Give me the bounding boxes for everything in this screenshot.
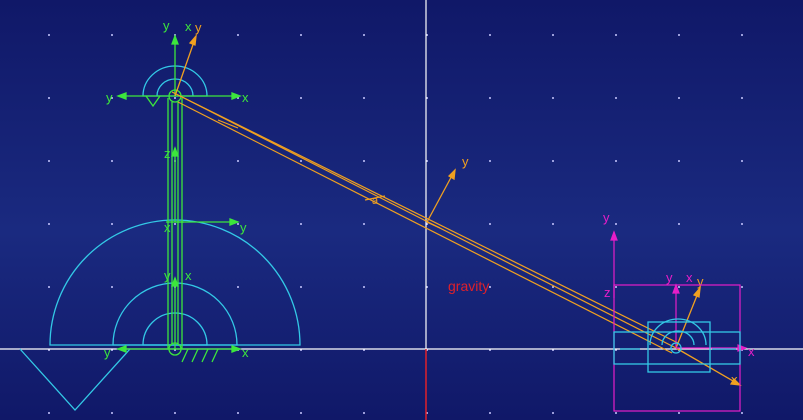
rod-top-y-label: y: [195, 20, 202, 35]
grid-dot: [48, 412, 50, 414]
grid-dot: [111, 286, 113, 288]
grid-dot: [300, 286, 302, 288]
base-y-label: y: [164, 268, 171, 283]
grid-dot: [741, 97, 743, 99]
grid-dot: [489, 412, 491, 414]
slider-block[interactable]: [613, 318, 741, 373]
top-right-x-label: x: [242, 90, 249, 105]
crank-link[interactable]: [166, 89, 184, 356]
grid-dot: [678, 412, 680, 414]
grid-dot: [300, 160, 302, 162]
grid-dot: [174, 412, 176, 414]
rod-top-axes: [174, 33, 197, 97]
grid-dot: [678, 223, 680, 225]
grid-dot: [48, 97, 50, 99]
grid-dot: [489, 97, 491, 99]
grid-dot: [552, 34, 554, 36]
slider-z-label: z: [604, 285, 611, 300]
grid-dot: [741, 34, 743, 36]
grid-dot: [237, 34, 239, 36]
grid-dot: [615, 97, 617, 99]
grid-dot: [552, 160, 554, 162]
grid-dot: [489, 160, 491, 162]
grid-dot: [615, 412, 617, 414]
top-x-label: x: [185, 19, 192, 34]
top-pivot-axes: [116, 34, 242, 108]
grid-dot: [363, 286, 365, 288]
grid-dot: [741, 160, 743, 162]
grid-dots: [48, 34, 743, 414]
grid-dot: [237, 160, 239, 162]
base-left-y-label: y: [104, 345, 111, 360]
grid-dot: [300, 412, 302, 414]
grid-dot: [48, 223, 50, 225]
grid-dot: [552, 97, 554, 99]
gravity-label: gravity: [448, 278, 489, 294]
grid-dot: [363, 160, 365, 162]
base-crank-axes: [116, 276, 242, 363]
grid-dot: [111, 223, 113, 225]
slider-y-label: y: [603, 210, 610, 225]
grid-dot: [300, 97, 302, 99]
rod-mid-axes: [426, 168, 456, 229]
grid-dot: [615, 223, 617, 225]
grid-dot: [111, 160, 113, 162]
grid-dot: [489, 286, 491, 288]
base-right-x-label: x: [242, 345, 249, 360]
grid-dot: [174, 97, 176, 99]
grid-dot: [363, 412, 365, 414]
slider-x-label: x: [748, 344, 755, 359]
grid-dot: [552, 223, 554, 225]
grid-dot: [300, 223, 302, 225]
grid-dot: [111, 97, 113, 99]
grid-dot: [48, 160, 50, 162]
grid-dot: [552, 412, 554, 414]
grid-dot: [678, 34, 680, 36]
grid-dot: [363, 34, 365, 36]
mid-z-label: z: [164, 146, 171, 161]
grid-dot: [552, 286, 554, 288]
grid-dot: [678, 286, 680, 288]
grid-dot: [615, 160, 617, 162]
mid-crank-axes: [171, 146, 240, 226]
grid-dot: [363, 223, 365, 225]
grid-dot: [741, 223, 743, 225]
grid-dot: [300, 34, 302, 36]
grid-dot: [48, 286, 50, 288]
rod-end-x-label: x: [731, 372, 738, 387]
grid-dot: [741, 286, 743, 288]
grid-dot: [237, 286, 239, 288]
grid-dot: [237, 223, 239, 225]
slider-top-y-label: y: [666, 270, 673, 285]
mid-y-label: y: [240, 220, 247, 235]
grid-dot: [678, 97, 680, 99]
grid-dot: [237, 412, 239, 414]
grid-dot: [615, 34, 617, 36]
rod-mark-label: a: [372, 195, 379, 207]
grid-dot: [111, 34, 113, 36]
grid-dot: [111, 412, 113, 414]
top-left-y-label: y: [106, 90, 113, 105]
base-x-label: x: [185, 268, 192, 283]
grid-dot: [615, 286, 617, 288]
grid-dot: [489, 223, 491, 225]
grid-dot: [489, 34, 491, 36]
ground-icon: [19, 348, 131, 411]
top-y-label: y: [163, 18, 170, 33]
grid-dot: [174, 223, 176, 225]
grid-dot: [363, 97, 365, 99]
grid-dot: [48, 34, 50, 36]
rod-end-axes: [675, 285, 742, 386]
mid-x-label: x: [164, 220, 171, 235]
rod-end-y-label: y: [697, 274, 704, 289]
grid-dot: [741, 412, 743, 414]
slider-top-x-label: x: [686, 270, 693, 285]
rod-mid-y-label: y: [462, 154, 469, 169]
slider-frame: [610, 230, 748, 412]
grid-dot: [678, 160, 680, 162]
